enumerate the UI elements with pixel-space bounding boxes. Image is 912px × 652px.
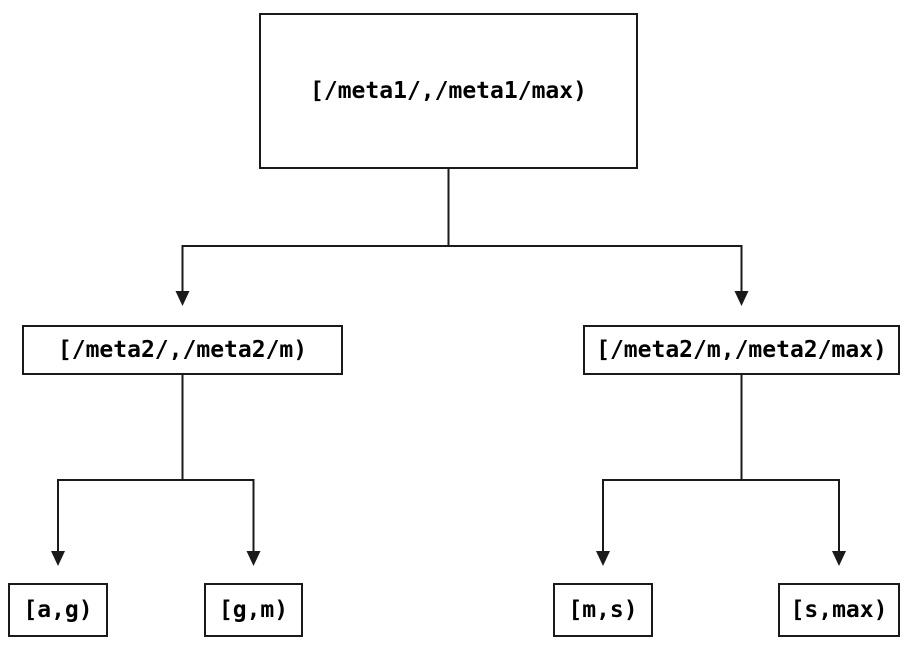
node-meta2-high-range: [/meta2/m,/meta2/max) xyxy=(583,325,900,375)
node-root-range: [/meta1/,/meta1/max) xyxy=(259,13,638,169)
arrowhead-icon xyxy=(832,551,846,566)
arrowhead-icon xyxy=(175,291,190,306)
node-leaf-a-g: [a,g) xyxy=(8,583,108,637)
arrowhead-icon xyxy=(246,551,261,566)
arrowhead-icon xyxy=(51,551,65,566)
node-leaf-g-m: [g,m) xyxy=(204,583,303,637)
node-leaf-s-max: [s,max) xyxy=(778,583,900,637)
node-leaf-m-s: [m,s) xyxy=(553,583,653,637)
arrowhead-icon xyxy=(596,551,610,566)
arrowhead-icon xyxy=(734,291,749,306)
node-meta2-low-range: [/meta2/,/meta2/m) xyxy=(22,325,343,375)
